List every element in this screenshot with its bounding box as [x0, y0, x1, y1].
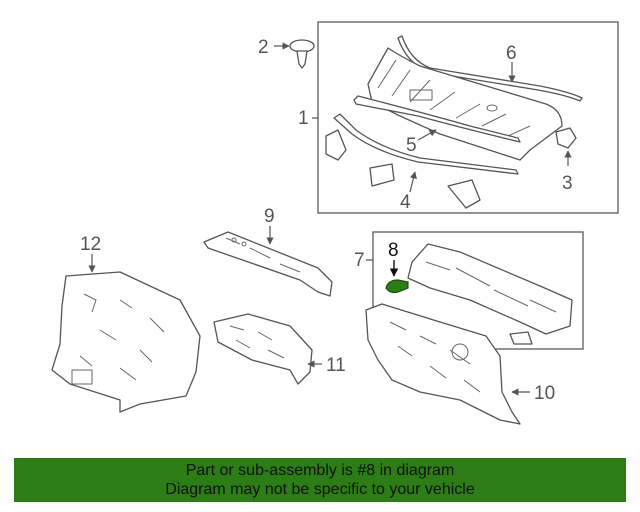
callout-5: 5: [406, 135, 417, 156]
banner-line-2: Diagram may not be specific to your vehi…: [165, 481, 475, 498]
info-banner: Part or sub-assembly is #8 in diagram Di…: [14, 458, 626, 502]
part-11-side-insulator[interactable]: [213, 313, 313, 385]
callout-11: 11: [326, 355, 346, 376]
callout-7: 7: [354, 250, 365, 271]
callout-3: 3: [562, 173, 573, 194]
part-2-clip[interactable]: [289, 39, 315, 69]
callout-8: 8: [388, 240, 399, 261]
part-cowl-side-cover-left[interactable]: [325, 129, 347, 161]
part-5-seal[interactable]: [353, 95, 521, 143]
callout-10: 10: [534, 383, 555, 404]
callout-12: 12: [80, 234, 101, 255]
leader-4: [409, 171, 417, 193]
part-9-dash-bracket[interactable]: [203, 231, 333, 297]
banner-line-1: Part or sub-assembly is #8 in diagram: [185, 462, 455, 479]
callout-4: 4: [400, 192, 411, 213]
callout-2: 2: [258, 37, 269, 58]
leader-5: [417, 129, 437, 141]
part-10-dash-panel[interactable]: [365, 303, 521, 425]
part-3-bracket[interactable]: [555, 127, 577, 149]
callout-9: 9: [264, 206, 275, 227]
part-12-dash-insulator[interactable]: [51, 271, 201, 413]
part-cowl-top[interactable]: [367, 47, 563, 161]
part-cowl-block[interactable]: [369, 163, 395, 187]
part-upper-dashboard-panel[interactable]: [407, 243, 573, 345]
part-8-highlighted[interactable]: [385, 279, 409, 294]
part-cowl-side-cover-right[interactable]: [447, 179, 481, 209]
callout-6: 6: [506, 43, 517, 64]
callout-1: 1: [298, 108, 309, 129]
part-4-rubber-seal[interactable]: [333, 113, 519, 175]
